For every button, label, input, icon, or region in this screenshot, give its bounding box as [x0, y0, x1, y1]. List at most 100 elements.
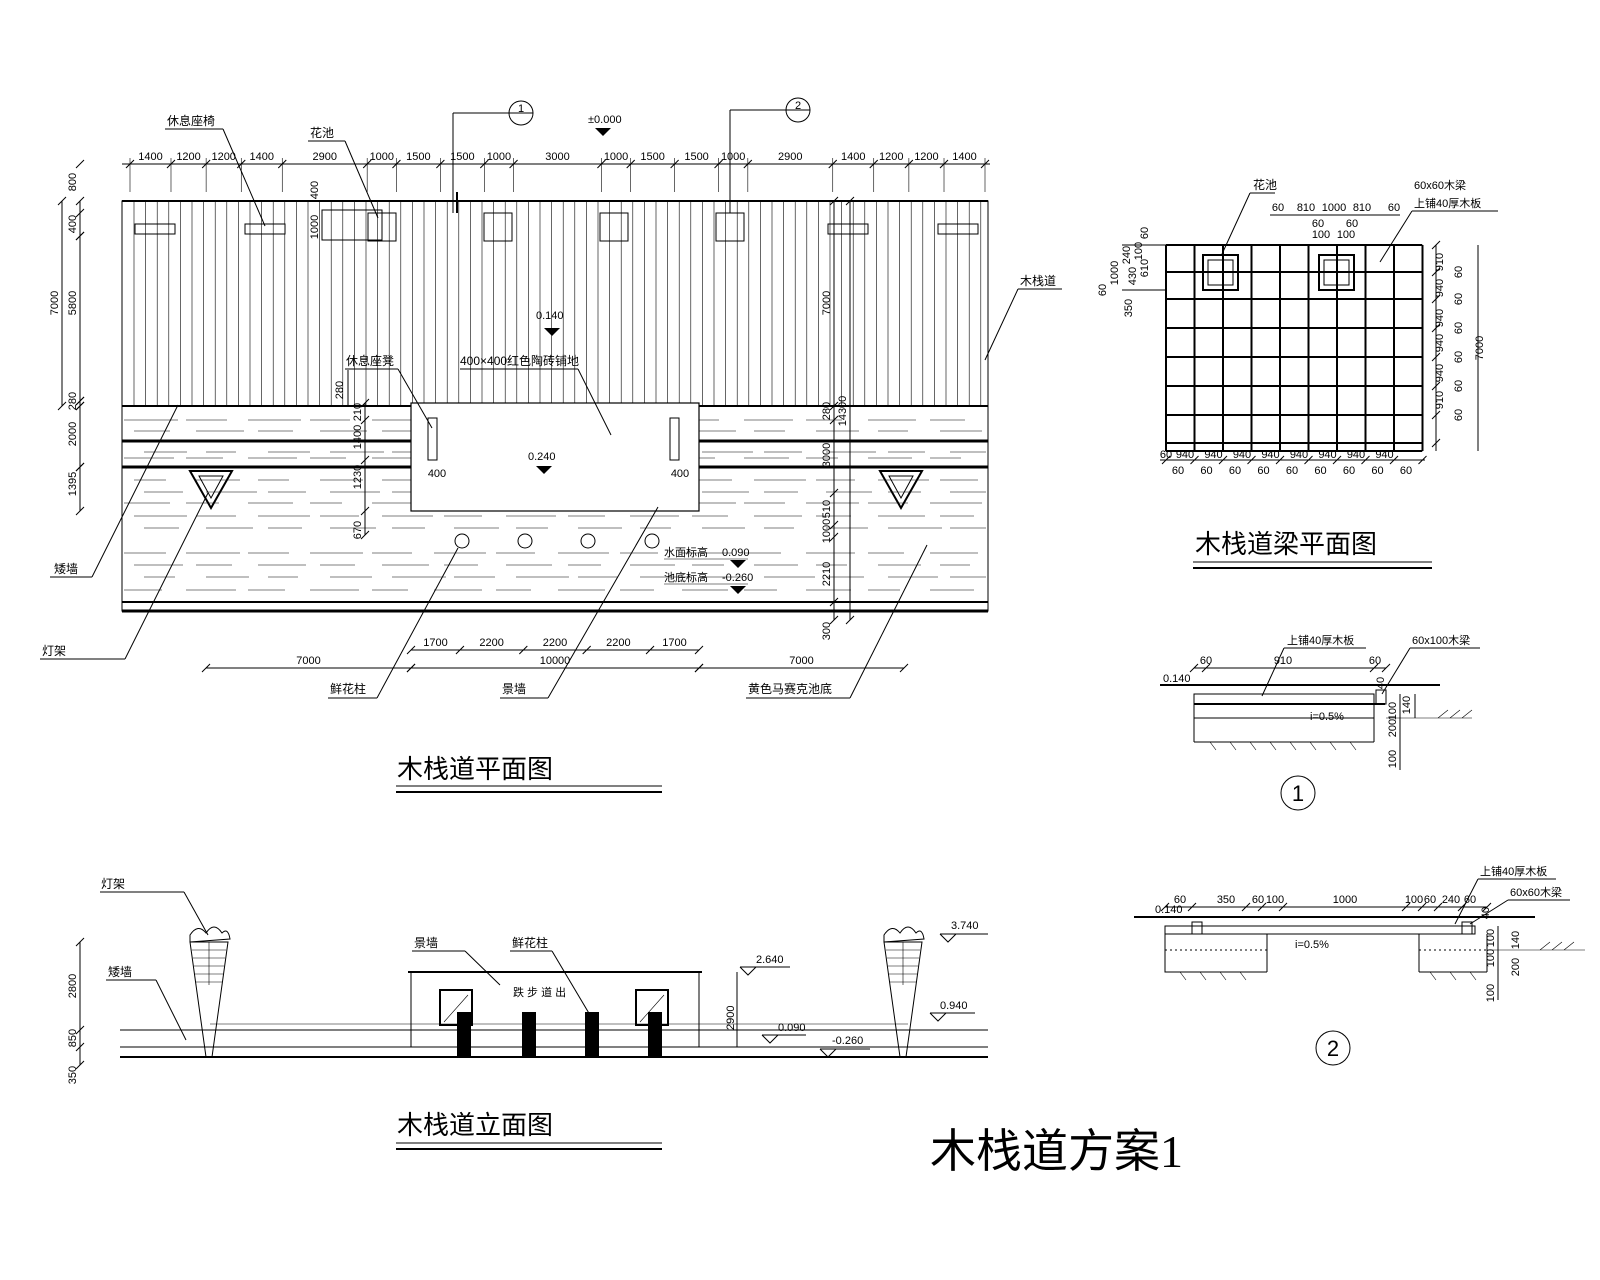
beam-left-dim: 100	[1133, 242, 1145, 260]
elev-e4: 0.090	[778, 1022, 806, 1034]
elev-label-lamp: 灯架	[101, 877, 125, 891]
planter-box	[367, 212, 397, 242]
beam-top-dim: 810	[1297, 202, 1315, 214]
beam-top-dim: 1000	[1322, 202, 1346, 214]
elev-mid-dim: 2900	[725, 1006, 737, 1030]
beam-bottom-b: 60	[1343, 465, 1355, 477]
pond-level-label: 池底标高	[664, 570, 708, 584]
plan-mid-dim: 210	[352, 403, 364, 421]
plan-bottom-dim-a: 2200	[479, 637, 503, 649]
s2-slope: i=0.5%	[1295, 939, 1329, 951]
plan-right-total-a: 7000	[821, 291, 833, 315]
label-railing: 矮墙	[54, 562, 78, 576]
beam-right-dim: 60	[1453, 409, 1465, 421]
elev-0140: 0.140	[536, 310, 564, 322]
beam-bottom-a: 940	[1261, 449, 1279, 461]
plan-left-dim: 800	[67, 173, 79, 191]
beam-bottom-a: 940	[1375, 449, 1393, 461]
plan-wall-dim2: 400	[671, 468, 689, 480]
elev-e2: 2.640	[756, 954, 784, 966]
plan-top-dim: 1200	[211, 151, 235, 163]
elev-0240: 0.240	[528, 451, 556, 463]
plan-mid-dim: 280	[334, 381, 346, 399]
beam-right-dim: 60	[1453, 266, 1465, 278]
beam-right-dim: 910	[1434, 391, 1446, 409]
elev-lamp-right	[883, 926, 925, 1058]
plan-bottom-dim-a: 1700	[662, 637, 686, 649]
beam-right-dim: 940	[1434, 309, 1446, 327]
s1-slope: i=0.5%	[1310, 711, 1344, 723]
plan-bottom-dim-a: 1700	[423, 637, 447, 649]
elev-label-column: 鲜花柱	[512, 935, 548, 950]
label-lamp: 灯架	[42, 644, 66, 658]
section-mark-2-text: 2	[795, 100, 801, 112]
beam-right-dim: 60	[1453, 351, 1465, 363]
beam-bottom-b: 60	[1257, 465, 1269, 477]
elev-water: 0.090	[722, 547, 750, 559]
plan-bottom-dim-a: 2200	[543, 637, 567, 649]
seat-bench	[134, 223, 176, 235]
s2-top-dim: 60	[1464, 894, 1476, 906]
water-level-label: 水面标高	[664, 545, 708, 559]
elev-wall-text: 跌 步 道 出	[513, 985, 566, 999]
section-mark-1-text: 1	[518, 103, 524, 115]
s1-elev: 0.140	[1163, 673, 1191, 685]
plan-top-dim: 1500	[684, 151, 708, 163]
beam-left-dim: 1000	[1109, 261, 1121, 285]
section-2-mark-text: 2	[1327, 1036, 1339, 1061]
plan-top-dim: 1200	[879, 151, 903, 163]
beam-left-dim: 610	[1139, 259, 1151, 277]
plan-mid-dim: 670	[352, 521, 364, 539]
plan-top-dim: 1400	[138, 151, 162, 163]
beam-left-dim: 430	[1127, 267, 1139, 285]
plan-top-dim: 1000	[487, 151, 511, 163]
main-title: 木栈道方案1	[930, 1126, 1183, 1177]
elev-zero: ±0.000	[588, 114, 622, 126]
beam-bottom-b: 60	[1172, 465, 1184, 477]
s1-right-dim: 100	[1387, 702, 1399, 720]
s2-top-dim: 1000	[1333, 894, 1357, 906]
beam-label-planter: 花池	[1253, 177, 1277, 192]
plan-right-dim: 510	[821, 500, 833, 518]
beam-grid	[1165, 244, 1424, 452]
plan-right-dim: 1000	[821, 519, 833, 543]
s2-top-dim: 60	[1174, 894, 1186, 906]
label-paving: 400×400红色陶砖铺地	[460, 353, 579, 368]
plan-right-total-b: 14300	[837, 396, 849, 427]
label-planter: 花池	[310, 125, 334, 140]
beam-right-dim: 940	[1434, 364, 1446, 382]
beam-top-dim2: 60	[1312, 218, 1324, 230]
plan-top-dim: 1200	[914, 151, 938, 163]
water-pattern	[124, 419, 986, 591]
beam-top-dim2: 100	[1312, 229, 1330, 241]
s2-top-dim: 240	[1442, 894, 1460, 906]
plan-left-dim: 400	[67, 215, 79, 233]
planter-box	[715, 212, 745, 242]
s2-label-beam: 60x60木梁	[1510, 885, 1562, 899]
plan-bottom-dim-b: 10000	[540, 655, 571, 667]
plan-mid-dim: 1230	[352, 465, 364, 489]
plan-left-dim: 280	[67, 392, 79, 410]
elev-e5: -0.260	[832, 1035, 863, 1047]
label-seat: 休息座椅	[167, 113, 215, 128]
plan-left-dim: 1395	[67, 472, 79, 496]
elev-left-dim: 2800	[67, 974, 79, 998]
beam-plan-title: 木栈道梁平面图	[1195, 530, 1377, 559]
beam-label-beam: 60x60木梁	[1414, 178, 1466, 192]
beam-right-total: 7000	[1474, 336, 1486, 360]
plan-top-dim: 2900	[778, 151, 802, 163]
s2-right-dim: 200	[1510, 958, 1522, 976]
beam-planter	[1202, 254, 1239, 291]
plan-top-dim: 3000	[545, 151, 569, 163]
s1-top-dim: 60	[1369, 655, 1381, 667]
s2-top-dim: 350	[1217, 894, 1235, 906]
